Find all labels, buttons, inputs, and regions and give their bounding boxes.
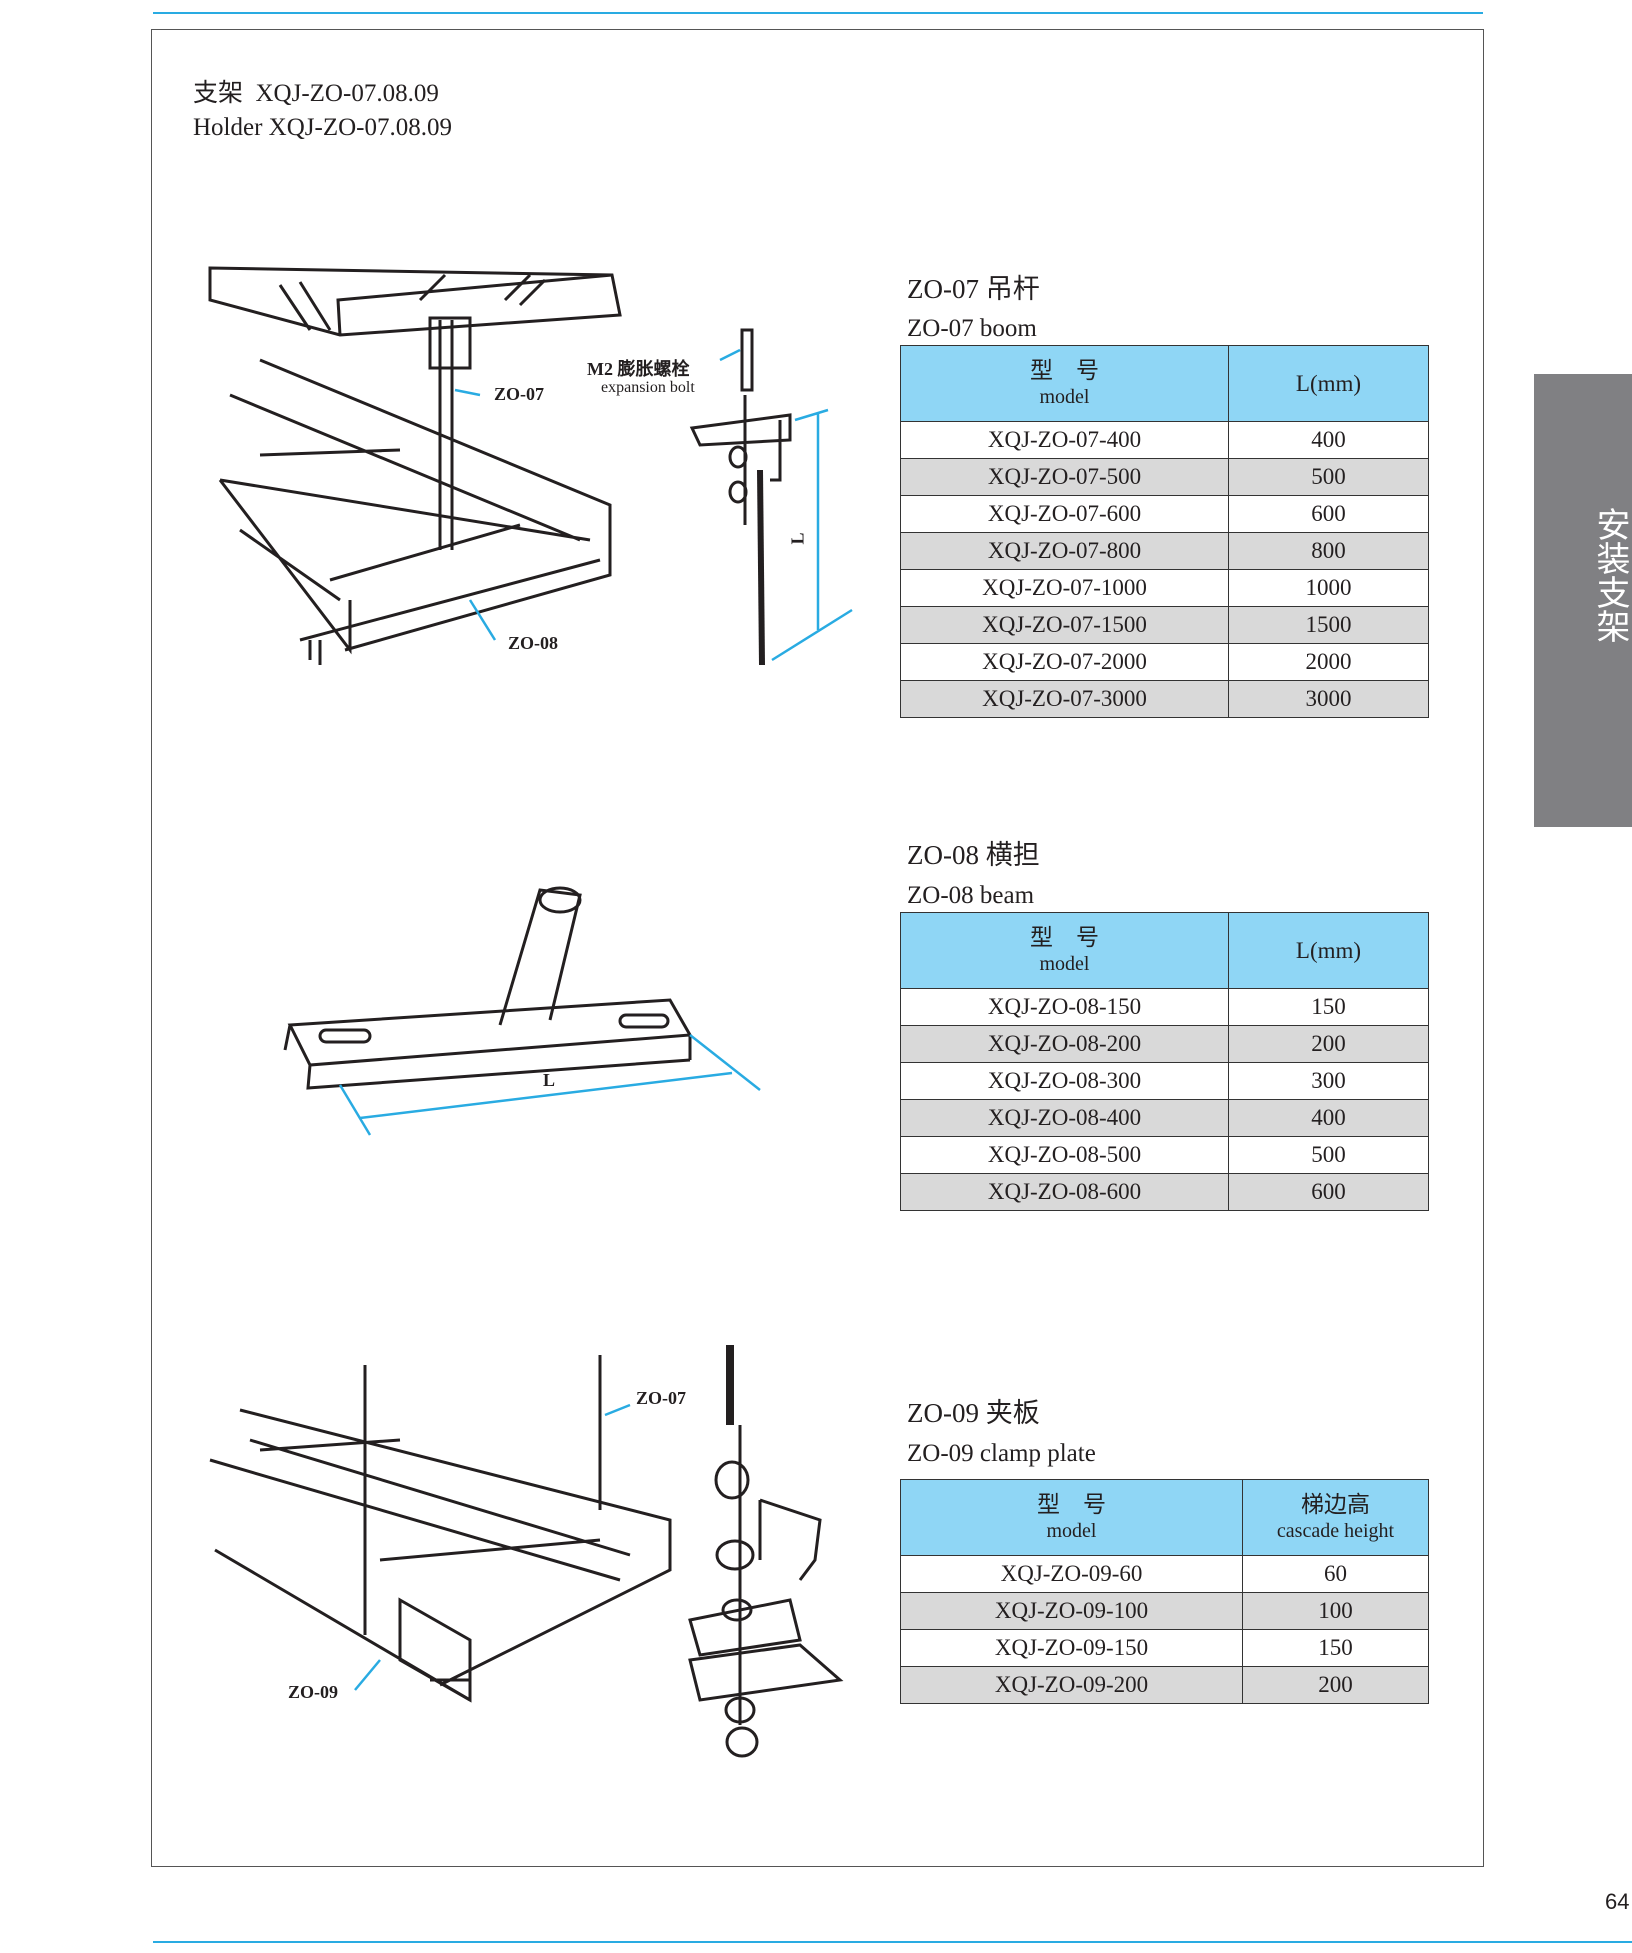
cell-model: XQJ-ZO-08-600: [900, 1173, 1229, 1211]
cell-value: 800: [1228, 532, 1429, 570]
cell-model: XQJ-ZO-08-300: [900, 1062, 1229, 1100]
figure2-dimension-line: [338, 1034, 761, 1136]
cell-value: 400: [1228, 421, 1429, 459]
cell-value: 150: [1242, 1629, 1429, 1667]
cell-value: 500: [1228, 458, 1429, 496]
cell-value: 2000: [1228, 643, 1429, 681]
page-title-en: Holder XQJ-ZO-07.08.09: [193, 114, 452, 141]
cell-model: XQJ-ZO-08-400: [900, 1099, 1229, 1137]
label-zo08: ZO-08: [508, 633, 559, 653]
cell-model: XQJ-ZO-08-500: [900, 1136, 1229, 1174]
figure3-leader-lines: [354, 1403, 631, 1691]
cell-model: XQJ-ZO-07-3000: [900, 680, 1229, 718]
label-zo09: ZO-09: [288, 1682, 339, 1702]
cell-value: 200: [1242, 1666, 1429, 1704]
label-dimension-l: L: [787, 532, 808, 545]
label-zo07: ZO-07: [494, 384, 545, 404]
cell-value: 200: [1228, 1025, 1429, 1063]
figure-clamp-installation: [209, 1345, 844, 1758]
cell-value: 600: [1228, 495, 1429, 533]
figure-beam: [283, 886, 693, 1090]
cell-value: 400: [1228, 1099, 1429, 1137]
cell-model: XQJ-ZO-07-1500: [900, 606, 1229, 644]
bottom-rule: [153, 1941, 1632, 1943]
header-length: L(mm): [1228, 345, 1429, 422]
side-tab: 安装支架: [1534, 374, 1632, 827]
section-title-en: ZO-07 boom: [907, 315, 1037, 342]
figure1-dimension-lines: [454, 348, 853, 662]
cell-value: 600: [1228, 1173, 1429, 1211]
cell-value: 3000: [1228, 680, 1429, 718]
cell-model: XQJ-ZO-09-100: [900, 1592, 1243, 1630]
cell-model: XQJ-ZO-08-150: [900, 988, 1229, 1026]
cell-model: XQJ-ZO-08-200: [900, 1025, 1229, 1063]
cell-model: XQJ-ZO-07-600: [900, 495, 1229, 533]
section-title-cn: ZO-07 吊杆: [907, 274, 1040, 304]
cell-model: XQJ-ZO-07-500: [900, 458, 1229, 496]
side-tab-label: 安装支架: [1590, 507, 1630, 643]
top-rule: [153, 12, 1483, 14]
cell-model: XQJ-ZO-09-200: [900, 1666, 1243, 1704]
header-length: L(mm): [1228, 912, 1429, 989]
content-frame: [151, 29, 1484, 1867]
cell-model: XQJ-ZO-07-2000: [900, 643, 1229, 681]
figure-boom-installation: [208, 266, 622, 665]
section-title-cn: ZO-08 横担: [907, 840, 1040, 870]
section-title-en: ZO-09 clamp plate: [907, 1440, 1096, 1467]
cell-model: XQJ-ZO-07-400: [900, 421, 1229, 459]
cell-value: 1000: [1228, 569, 1429, 607]
label-expansion-bolt-cn: M2 膨胀螺栓: [587, 359, 690, 379]
cell-value: 300: [1228, 1062, 1429, 1100]
figure-bolt-detail: [689, 328, 792, 666]
section-title-cn: ZO-09 夹板: [907, 1398, 1040, 1428]
cell-value: 60: [1242, 1555, 1429, 1593]
cell-value: 150: [1228, 988, 1429, 1026]
cell-model: XQJ-ZO-07-800: [900, 532, 1229, 570]
label-expansion-bolt-en: expansion bolt: [601, 379, 695, 396]
label-zo07-clamp: ZO-07: [636, 1388, 687, 1408]
label-beam-dimension-l: L: [543, 1070, 556, 1090]
cell-value: 500: [1228, 1136, 1429, 1174]
cell-model: XQJ-ZO-07-1000: [900, 569, 1229, 607]
cell-value: 1500: [1228, 606, 1429, 644]
cell-model: XQJ-ZO-09-150: [900, 1629, 1243, 1667]
cell-value: 100: [1242, 1592, 1429, 1630]
section-title-en: ZO-08 beam: [907, 882, 1035, 909]
page-title-cn: 支架 XQJ-ZO-07.08.09: [193, 80, 439, 107]
cell-model: XQJ-ZO-09-60: [900, 1555, 1243, 1593]
page-number: 64: [1605, 1889, 1630, 1914]
